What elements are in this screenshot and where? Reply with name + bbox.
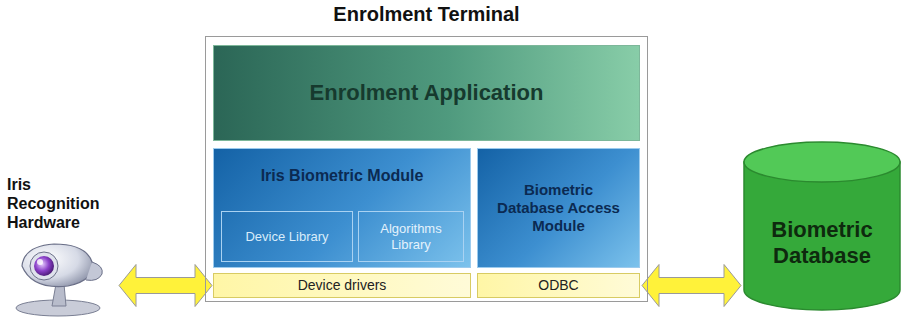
library-box-label: Device Library (245, 229, 328, 244)
library-box: Device Library (221, 211, 353, 262)
terminal-box: Enrolment TerminalEnrolment ApplicationI… (205, 36, 648, 302)
terminal-title: Enrolment Terminal (206, 3, 647, 27)
database-cylinder: Biometric Database (742, 140, 902, 312)
iris-camera-illustration (8, 236, 112, 318)
driver-bar: Device drivers (213, 273, 471, 298)
double-block-arrow (642, 265, 741, 307)
library-box-label: Algorithms Library (363, 221, 459, 252)
hardware-label: Iris Recognition Hardware (5, 172, 117, 322)
module-box-label: Iris Biometric Module (261, 167, 424, 186)
module-box-label: Biometric Database Access Module (494, 181, 624, 234)
application-box: Enrolment Application (213, 45, 640, 141)
double-block-arrow (119, 265, 212, 307)
module-box: Biometric Database Access Module (477, 148, 640, 268)
database-cylinder-label: Biometric Database (760, 217, 884, 269)
application-box-label: Enrolment Application (310, 80, 544, 106)
driver-bar: ODBC (477, 273, 640, 298)
hardware-label-label: Iris Recognition Hardware (7, 176, 115, 233)
driver-bar-label: ODBC (538, 277, 578, 294)
module-box: Iris Biometric ModuleDevice Library Algor… (213, 148, 471, 268)
library-box: Algorithms Library (358, 211, 464, 262)
driver-bar-label: Device drivers (298, 277, 387, 294)
